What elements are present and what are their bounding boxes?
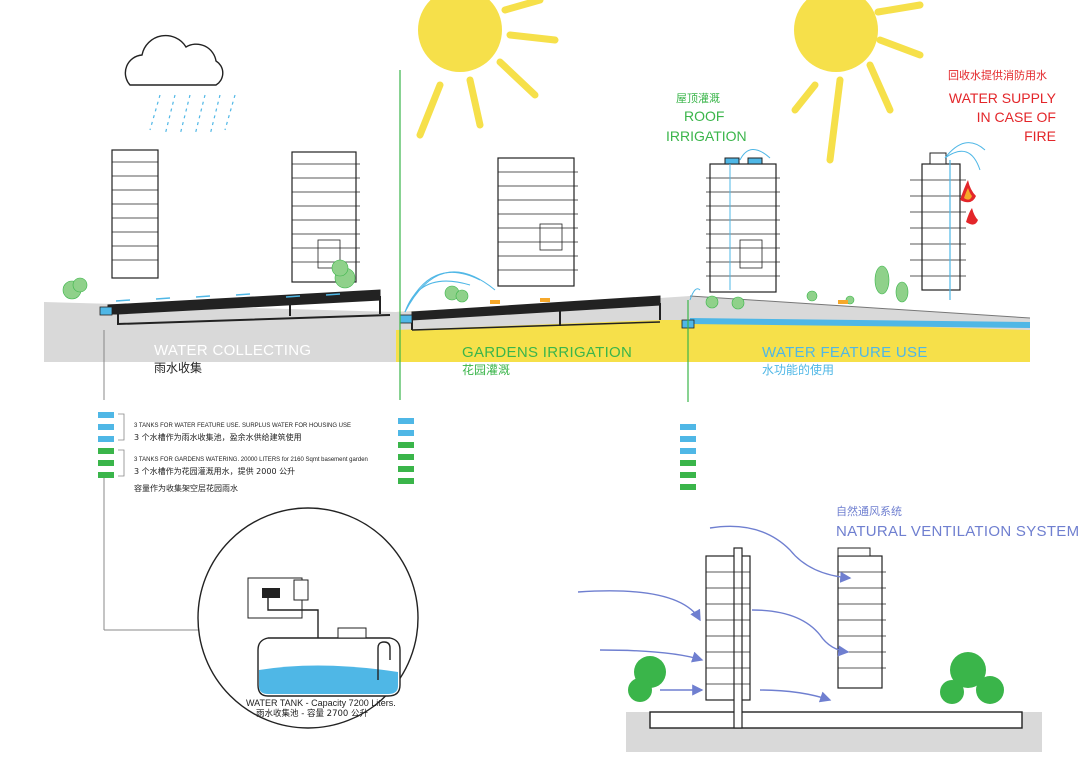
roof-irrigation-line2: IRRIGATION bbox=[666, 128, 747, 144]
sun-icon bbox=[416, 0, 559, 139]
roof-irrigation-cn: 屋顶灌溉 bbox=[676, 92, 720, 105]
fire-icon bbox=[960, 180, 978, 225]
ventilation-section bbox=[577, 525, 1042, 752]
tanks-feature-en: 3 TANKS FOR WATER FEATURE USE. SURPLUS W… bbox=[134, 423, 352, 429]
irrigation-title: GARDENS IRRIGATION bbox=[462, 344, 633, 361]
sun-icon-second bbox=[791, 0, 924, 164]
tank-capacity-cn: 雨水收集池 - 容量 2700 公升 bbox=[256, 709, 369, 719]
feature-cn: 水功能的使用 bbox=[762, 363, 835, 377]
zone-dividers bbox=[399, 70, 689, 402]
tank-icon-list-mid bbox=[398, 418, 414, 484]
fire-line1: WATER SUPPLY bbox=[948, 90, 1056, 106]
building-5 bbox=[910, 152, 966, 300]
fire-line3: FIRE bbox=[1024, 128, 1056, 144]
tanks-garden-cn1: 3 个水槽作为花园灌溉用水，提供 2000 公升 bbox=[134, 467, 296, 476]
building-1 bbox=[111, 149, 159, 279]
irrigation-sprays bbox=[404, 142, 986, 313]
roof-irrigation-line1: ROOF bbox=[684, 108, 725, 124]
fire-cn: 回收水提供消防用水 bbox=[948, 69, 1047, 82]
water-feature-strip bbox=[690, 318, 1030, 328]
collecting-title: WATER COLLECTING bbox=[154, 342, 312, 359]
tanks-feature-cn: 3 个水槽作为雨水收集池，盈余水供给建筑使用 bbox=[134, 433, 302, 442]
tanks-garden-en: 3 TANKS FOR GARDENS WATERING. 20000 LITE… bbox=[134, 457, 368, 463]
tanks-garden-cn2: 容量作为收集架空层花园雨水 bbox=[134, 484, 238, 493]
tank-capacity-label: WATER TANK - Capacity 7200 Liters. bbox=[246, 698, 396, 708]
building-4 bbox=[706, 157, 780, 293]
tank-icon-list-right bbox=[680, 424, 696, 490]
irrigation-cn: 花园灌溉 bbox=[462, 363, 511, 377]
runoff-arrows bbox=[115, 293, 341, 302]
collecting-cn: 雨水收集 bbox=[154, 361, 203, 375]
building-3 bbox=[497, 157, 578, 287]
feature-title: WATER FEATURE USE bbox=[762, 344, 928, 361]
ventilation-title: NATURAL VENTILATION SYSTEM bbox=[836, 523, 1080, 540]
rain-drops bbox=[149, 94, 236, 136]
water-tank-detail bbox=[197, 507, 419, 729]
fire-line2: IN CASE OF bbox=[976, 109, 1056, 125]
basement-structure bbox=[107, 289, 1031, 331]
building-2 bbox=[291, 151, 360, 283]
tank-icon-list-left bbox=[98, 412, 205, 631]
trees bbox=[62, 259, 909, 310]
ventilation-cn: 自然通风系统 bbox=[836, 505, 902, 518]
cloud-icon bbox=[124, 34, 224, 86]
